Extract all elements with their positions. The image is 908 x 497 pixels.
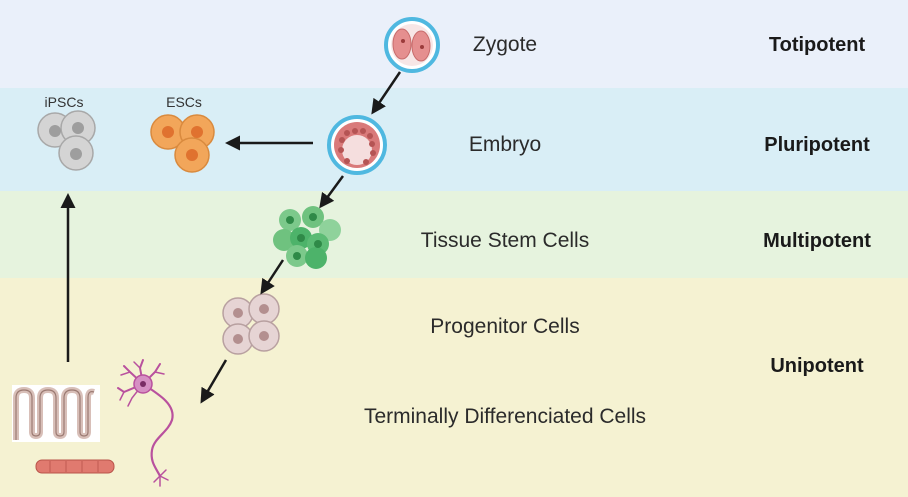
multipotent-label: Multipotent <box>763 230 871 252</box>
neuron-icon <box>117 359 174 487</box>
arrow-tissue-to-progenitor <box>260 259 285 295</box>
ipsc-cells-icon <box>37 110 96 171</box>
pluripotent-label: Pluripotent <box>764 134 870 156</box>
intestinal-villi-icon <box>12 385 100 442</box>
zygote-label: Zygote <box>472 33 538 56</box>
progenitor-cells-icon <box>222 293 280 355</box>
embryo-label: Embryo <box>468 133 542 156</box>
tissue-stem-cells-label: Tissue Stem Cells <box>420 229 590 252</box>
progenitor-cells-label: Progenitor Cells <box>430 315 580 338</box>
pluripotent-band <box>0 88 908 191</box>
ipscs-label: iPSCs <box>44 94 84 110</box>
terminal-cells-label: Terminally Differenciated Cells <box>363 405 647 428</box>
arrow-progenitor-to-terminal <box>200 359 228 404</box>
embryo-icon <box>327 115 387 175</box>
zygote-icon <box>384 17 440 73</box>
escs-label: ESCs <box>166 94 202 110</box>
arrow-embryo-to-tissue-stem-cells <box>319 175 345 209</box>
multipotent-band <box>0 191 908 278</box>
tissue-stem-cells-icon <box>273 206 341 269</box>
totipotent-label: Totipotent <box>768 34 866 56</box>
totipotent-band <box>0 0 908 88</box>
muscle-fiber-icon <box>35 459 115 474</box>
unipotent-label: Unipotent <box>770 355 864 377</box>
esc-cells-icon <box>150 114 215 173</box>
arrow-zygote-to-embryo <box>371 71 402 115</box>
